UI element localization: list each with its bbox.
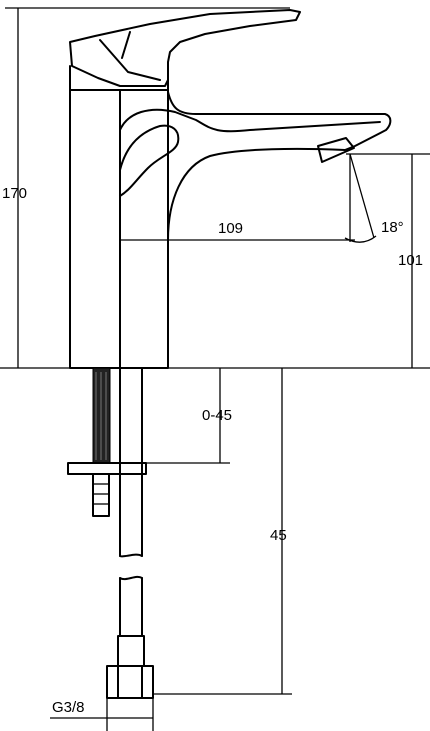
dim-label-total-height: 170 [2,185,27,202]
dim-thread: G3/8 [50,698,154,731]
supply-hose [117,367,145,667]
dim-label-thread: G3/8 [52,699,85,716]
lever-handle [69,9,301,91]
spout [119,91,392,241]
dim-label-spray-angle: 18° [381,219,404,236]
connector-nut [106,665,154,699]
dim-total-height: 170 [0,7,430,369]
dim-hose-length: 45 [153,368,292,695]
faucet-body [69,89,169,369]
dim-label-spout-reach: 109 [218,220,243,237]
mounting-rod [92,367,111,464]
dim-spout-height: 101 [346,153,430,368]
clamp-plate [67,462,147,517]
dim-label-hose-length: 45 [270,527,287,544]
dim-label-spout-height: 101 [398,252,423,269]
dim-clamp-range: 0-45 [146,368,232,464]
dim-label-clamp-range: 0-45 [202,407,232,424]
dim-spray-angle: 18° [344,153,404,243]
dim-spout-reach: 109 [120,220,355,241]
